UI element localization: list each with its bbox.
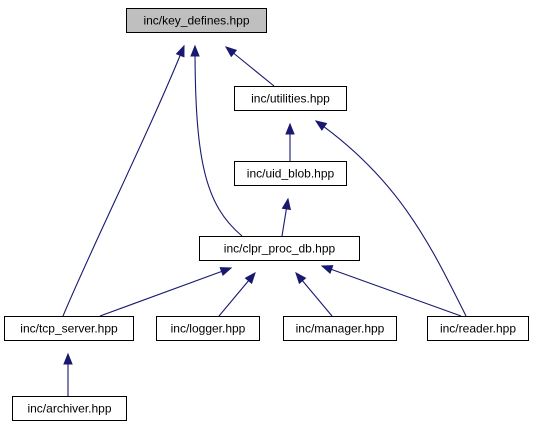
nodes-layer: inc/key_defines.hpp inc/utilities.hpp inc/…	[4, 8, 529, 421]
node-logger-label: inc/logger.hpp	[171, 322, 246, 336]
edge-utilities-to-key-defines	[224, 46, 275, 87]
node-logger-box[interactable]	[156, 316, 260, 341]
node-uid-blob-label: inc/uid_blob.hpp	[247, 167, 335, 181]
node-manager[interactable]: inc/manager.hpp	[283, 316, 397, 341]
node-uid-blob-box[interactable]	[234, 161, 347, 186]
edge-reader-to-utilities-arrowhead	[314, 120, 328, 131]
edge-manager-to-clpr-proc-db-arrowhead	[295, 271, 307, 285]
node-tcp-server-box[interactable]	[4, 316, 134, 341]
edge-tcp-server-to-clpr-proc-db-line	[99, 267, 232, 317]
edge-tcp-server-to-key-defines	[62, 44, 185, 317]
node-utilities-label: inc/utilities.hpp	[251, 92, 330, 106]
node-uid-blob[interactable]: inc/uid_blob.hpp	[234, 161, 347, 186]
edge-logger-to-clpr-proc-db	[218, 271, 256, 317]
node-key-defines[interactable]: inc/key_defines.hpp	[126, 8, 267, 33]
edge-uid-blob-to-utilities-arrowhead	[285, 122, 295, 135]
edge-tcp-server-to-clpr-proc-db	[99, 267, 233, 317]
edge-logger-to-clpr-proc-db-arrowhead	[244, 271, 256, 285]
node-tcp-server-label: inc/tcp_server.hpp	[20, 322, 118, 336]
node-reader-box[interactable]	[427, 316, 529, 341]
edge-clpr-proc-db-to-key-defines-line	[194, 45, 243, 237]
node-clpr-proc-db[interactable]: inc/clpr_proc_db.hpp	[199, 236, 360, 261]
edge-tcp-server-to-clpr-proc-db-arrowhead	[219, 267, 233, 277]
edge-reader-to-clpr-proc-db-arrowhead	[320, 265, 334, 275]
edge-clpr-proc-db-to-key-defines	[190, 44, 243, 237]
edge-reader-to-utilities	[314, 120, 467, 317]
edges-layer	[62, 44, 467, 396]
edge-reader-to-clpr-proc-db-line	[321, 265, 462, 317]
edge-clpr-proc-db-to-key-defines-arrowhead	[190, 44, 200, 57]
node-reader-label: inc/reader.hpp	[440, 322, 516, 336]
edge-reader-to-clpr-proc-db	[320, 265, 462, 317]
node-clpr-proc-db-box[interactable]	[199, 236, 360, 261]
edge-manager-to-clpr-proc-db	[295, 271, 333, 317]
edge-utilities-to-key-defines-arrowhead	[224, 46, 238, 58]
edge-reader-to-utilities-line	[315, 120, 467, 317]
node-key-defines-label: inc/key_defines.hpp	[143, 14, 249, 28]
node-archiver[interactable]: inc/archiver.hpp	[12, 396, 127, 421]
node-archiver-box[interactable]	[12, 396, 127, 421]
edge-clpr-proc-db-to-uid-blob	[281, 197, 291, 237]
edge-archiver-to-tcp-server-arrowhead	[63, 352, 73, 365]
node-utilities[interactable]: inc/utilities.hpp	[234, 86, 347, 111]
node-manager-label: inc/manager.hpp	[296, 322, 385, 336]
node-manager-box[interactable]	[283, 316, 397, 341]
node-key-defines-box[interactable]	[126, 8, 267, 33]
edge-tcp-server-to-key-defines-arrowhead	[175, 44, 185, 58]
node-archiver-label: inc/archiver.hpp	[27, 402, 111, 416]
edge-tcp-server-to-key-defines-line	[62, 45, 185, 317]
edge-archiver-to-tcp-server	[63, 352, 73, 396]
node-reader[interactable]: inc/reader.hpp	[427, 316, 529, 341]
node-utilities-box[interactable]	[234, 86, 347, 111]
node-clpr-proc-db-label: inc/clpr_proc_db.hpp	[224, 242, 336, 256]
edge-clpr-proc-db-to-uid-blob-arrowhead	[281, 197, 291, 211]
node-tcp-server[interactable]: inc/tcp_server.hpp	[4, 316, 134, 341]
edge-uid-blob-to-utilities	[285, 122, 295, 161]
node-logger[interactable]: inc/logger.hpp	[156, 316, 260, 341]
